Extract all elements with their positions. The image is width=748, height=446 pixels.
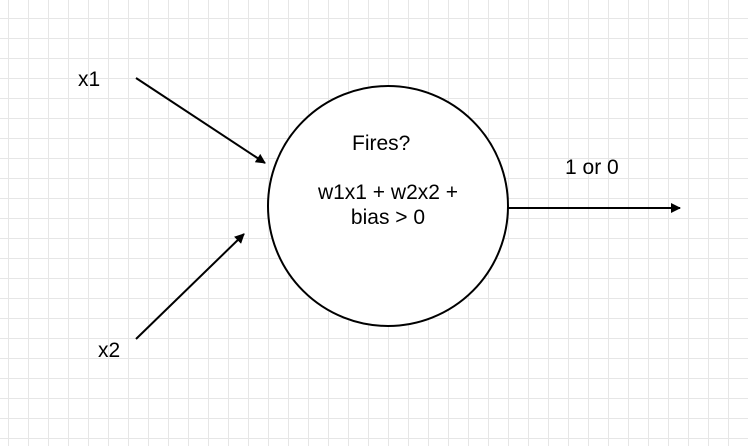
input-1-label: x1 xyxy=(78,68,101,91)
neuron-title: Fires? xyxy=(352,132,411,155)
input-2-label: x2 xyxy=(98,339,121,362)
input-2-arrow xyxy=(135,233,245,340)
formula-line-2: bias > 0 xyxy=(350,206,426,229)
input-1-arrow xyxy=(135,77,266,164)
output-label: 1 or 0 xyxy=(565,156,619,179)
neuron-formula: w1x1 + w2x2 + bias > 0 xyxy=(278,180,498,230)
formula-line-1: w1x1 + w2x2 + xyxy=(317,181,459,204)
neuron-circle xyxy=(267,85,509,327)
